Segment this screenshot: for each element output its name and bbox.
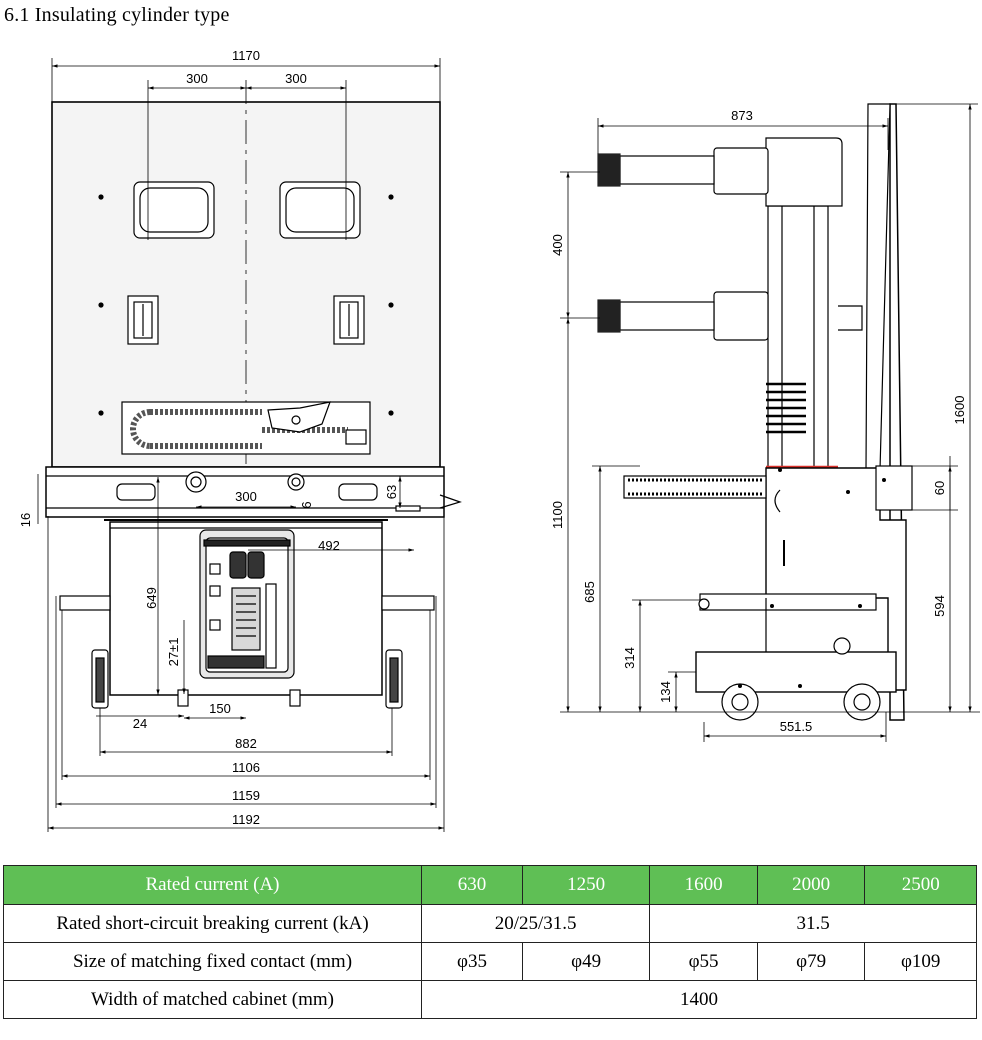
fixed-contact-55: φ55 [649, 942, 758, 981]
dim-1100: 1100 [550, 501, 565, 529]
dim-1600: 1600 [952, 396, 967, 425]
viewing-window-left [133, 181, 215, 239]
breaking-current-label: Rated short-circuit breaking current (kA… [3, 904, 422, 943]
spring-fins [766, 382, 806, 434]
dim-882: 882 [235, 736, 257, 751]
front-dimensions [37, 58, 445, 832]
side-dimension-labels: 873 551.5 400 1100 685 314 134 1600 594 … [550, 108, 967, 734]
front-dimension-labels: 1170 300 300 300 492 24 150 882 1106 115… [18, 48, 399, 827]
front-wheels [59, 595, 435, 709]
dim-24: 24 [133, 716, 147, 731]
dim-400: 400 [550, 234, 565, 256]
panel-bolts [98, 194, 394, 416]
dim-300-left: 300 [186, 71, 208, 86]
spec-table: Rated current (A) 630 1250 1600 2000 250… [3, 865, 977, 1019]
dim-27: 27±1 [166, 638, 181, 667]
handle-left [127, 295, 159, 345]
upper-contact-head [765, 137, 843, 207]
table-row-cabinet: Width of matched cabinet (mm) 1400 [3, 980, 977, 1019]
fixed-contact-79: φ79 [756, 942, 866, 981]
upper-contact-arm [597, 147, 769, 195]
dim-685: 685 [582, 581, 597, 603]
insulating-column [767, 205, 829, 469]
dim-492: 492 [318, 538, 340, 553]
side-wheels [721, 637, 881, 721]
side-dimensions [560, 103, 980, 742]
cable-chain [121, 401, 371, 455]
breaking-current-low: 20/25/31.5 [420, 904, 651, 943]
rated-current-1250: 1250 [522, 865, 651, 905]
side-view [597, 103, 913, 721]
fixed-contact-109: φ109 [864, 942, 977, 981]
cabinet-width-label: Width of matched cabinet (mm) [3, 980, 422, 1019]
control-panel [199, 529, 295, 679]
rated-current-2500: 2500 [864, 865, 977, 905]
dim-300-right: 300 [285, 71, 307, 86]
dim-16: 16 [18, 513, 33, 527]
lower-contact-arm [597, 291, 769, 341]
rated-current-2000: 2000 [756, 865, 866, 905]
dim-314: 314 [622, 647, 637, 669]
technical-drawing: 1170 300 300 300 492 24 150 882 1106 115… [18, 48, 980, 832]
fixed-contact-label: Size of matching fixed contact (mm) [3, 942, 422, 981]
fixed-contact-35: φ35 [420, 942, 524, 981]
dim-1192: 1192 [232, 812, 260, 827]
rated-current-630: 630 [420, 865, 524, 905]
dim-551-5: 551.5 [780, 719, 813, 734]
fixed-contact-49: φ49 [522, 942, 651, 981]
dim-649: 649 [144, 587, 159, 609]
handle-right [333, 295, 365, 345]
table-row-breaking: Rated short-circuit breaking current (kA… [3, 904, 977, 943]
cabinet-width-value: 1400 [421, 980, 977, 1019]
section-heading: 6.1 Insulating cylinder type [4, 4, 230, 26]
dim-873: 873 [731, 108, 753, 123]
dim-63: 63 [384, 485, 399, 499]
dim-1159: 1159 [232, 788, 260, 803]
dim-1170: 1170 [232, 48, 260, 63]
dim-1106: 1106 [232, 760, 260, 775]
dim-6: 6 [299, 501, 314, 508]
dim-300-mid: 300 [235, 489, 257, 504]
dim-150: 150 [209, 701, 231, 716]
viewing-window-right [279, 181, 361, 239]
dim-134: 134 [658, 681, 673, 703]
front-view [45, 80, 462, 709]
rated-current-label: Rated current (A) [3, 865, 422, 905]
breaking-current-high: 31.5 [649, 904, 977, 943]
table-header-row: Rated current (A) 630 1250 1600 2000 250… [3, 865, 977, 905]
dim-60: 60 [932, 481, 947, 495]
rated-current-1600: 1600 [649, 865, 758, 905]
table-row-contact: Size of matching fixed contact (mm) φ35 … [3, 942, 977, 981]
dim-594: 594 [932, 595, 947, 617]
